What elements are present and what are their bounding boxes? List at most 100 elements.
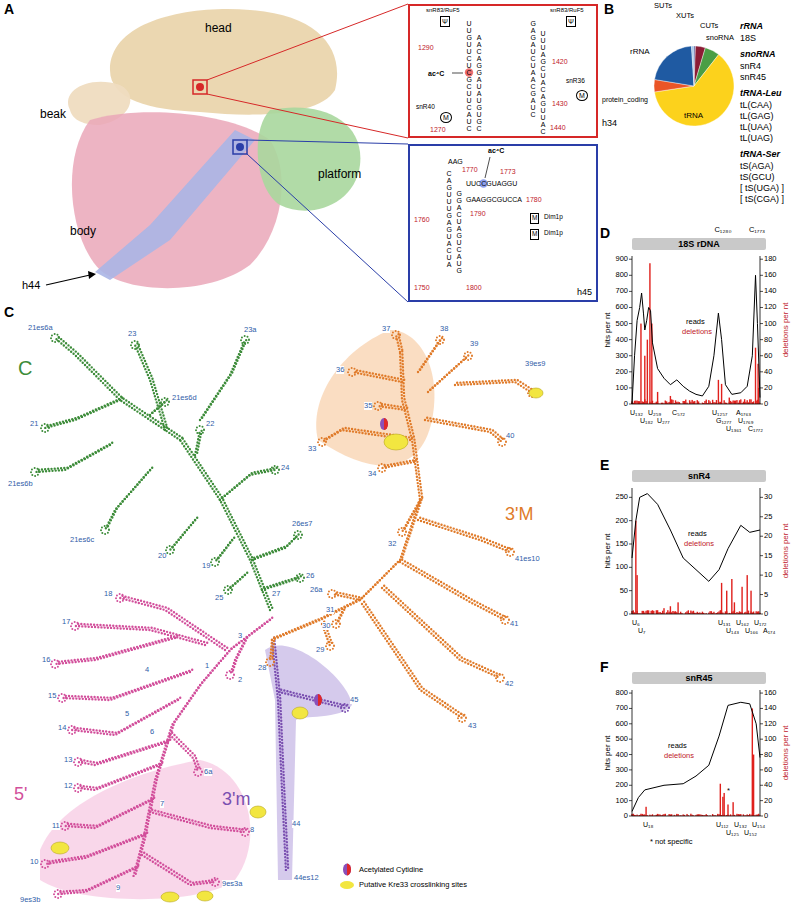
tick-label: 100 xyxy=(615,384,628,392)
rna-strand xyxy=(60,866,138,892)
rna-loop xyxy=(116,594,124,602)
helix-number: 26a xyxy=(310,586,323,594)
deletion-bar xyxy=(644,356,645,404)
tick-label: 500 xyxy=(615,735,628,743)
tick-label: 60 xyxy=(764,766,772,774)
tick-mark xyxy=(629,371,632,372)
helix-number: 9 xyxy=(116,884,120,892)
tick-label: 25 xyxy=(764,513,772,521)
deletion-bar xyxy=(750,591,751,614)
panel-letter: F xyxy=(600,660,609,674)
helix-number: 6a xyxy=(204,768,212,776)
helix-number: 27 xyxy=(272,590,280,598)
rna-strand xyxy=(425,420,502,442)
position-number: 1790 xyxy=(470,210,486,217)
tick-mark xyxy=(760,516,763,517)
tick-label: 200 xyxy=(615,517,628,525)
nucleotide-label: U₁₅₂ xyxy=(744,829,757,836)
rna-loop xyxy=(211,878,219,886)
tick-mark xyxy=(760,497,763,498)
rna-strand xyxy=(274,350,422,638)
rna-strand xyxy=(77,624,207,643)
nucleotide-label: U₁₃₆₁ xyxy=(726,425,741,432)
nucleotide-label: A₁₇₆₃ xyxy=(736,409,751,416)
helix-number: 18 xyxy=(104,590,112,598)
rna-strand xyxy=(172,518,197,548)
series-label: deletions xyxy=(682,328,712,336)
acetyl-symbol xyxy=(318,694,322,706)
tick-label: 800 xyxy=(615,271,628,279)
tick-mark xyxy=(760,536,763,537)
axis-line xyxy=(632,816,760,817)
rna-loop xyxy=(436,336,444,344)
helix-name: h34 xyxy=(602,119,617,128)
tick-mark xyxy=(760,723,763,724)
deletion-bar xyxy=(706,400,707,404)
rna-loop xyxy=(51,334,59,342)
rna-strand xyxy=(47,833,147,862)
tick-label: 160 xyxy=(764,689,777,697)
list-item: [ tS(CGA) ] xyxy=(740,195,784,204)
helix-number: 41es10 xyxy=(515,555,540,563)
list-item: tL(UAG) xyxy=(740,134,773,143)
list-item: tL(UAA) xyxy=(740,123,772,132)
deletion-bar xyxy=(665,401,666,404)
nucleotide-label: U₇ xyxy=(638,627,645,634)
helix-number: 10 xyxy=(30,858,38,866)
rna-strand xyxy=(457,380,534,391)
rna-strand xyxy=(200,340,245,420)
deletion-bar xyxy=(675,400,676,404)
position-number: 1750 xyxy=(414,284,430,291)
tick-mark xyxy=(629,785,632,786)
deletion-bar xyxy=(758,611,759,614)
rna-loop xyxy=(296,574,304,582)
rna-strand xyxy=(230,573,247,588)
list-heading: tRNA-Ser xyxy=(740,150,780,159)
legend-text: Acetylated Cytidine xyxy=(359,865,423,874)
axis-line xyxy=(760,256,761,404)
helix-number: 17 xyxy=(62,618,70,626)
zoom-line xyxy=(207,94,408,138)
rna-loop xyxy=(166,546,174,554)
inset-box: h45 xyxy=(408,144,598,302)
helix-number: 22 xyxy=(206,420,214,428)
tick-label: 40 xyxy=(764,368,772,376)
helix-number: 44es12 xyxy=(294,874,319,882)
series-label: deletions xyxy=(664,752,694,760)
deletion-bar xyxy=(635,401,636,404)
nucleotide-label: U₁₈ xyxy=(643,821,653,828)
rna-strand xyxy=(74,698,180,733)
site-marker xyxy=(236,143,244,151)
zoom-line xyxy=(207,4,408,80)
rna-strand xyxy=(75,626,205,645)
tick-mark xyxy=(629,404,632,405)
tick-mark xyxy=(629,567,632,568)
rna-strand xyxy=(420,518,512,550)
rna-loop xyxy=(392,331,400,339)
rna-loop xyxy=(74,758,82,766)
rna-loop xyxy=(328,590,336,598)
tick-label: 0 xyxy=(624,812,628,820)
nucleotide-label: U₁₂₅₇ xyxy=(712,409,727,416)
nucleotide-label: U₁₄₃ xyxy=(726,627,739,634)
tick-mark xyxy=(760,594,763,595)
rna-strand xyxy=(80,740,170,763)
helix-number: 45 xyxy=(350,696,358,704)
rna-strand xyxy=(217,538,234,560)
rna-loop xyxy=(294,531,302,539)
snorna-label: snR83/RuF5 xyxy=(426,7,460,13)
rna-strand xyxy=(281,690,347,706)
list-item: tS(AGA) xyxy=(740,162,774,171)
tick-mark xyxy=(760,800,763,801)
site-marker xyxy=(196,83,204,91)
deletion-bar xyxy=(720,784,721,816)
deletion-bar xyxy=(732,802,733,816)
helix-number: 21es6c xyxy=(70,536,94,544)
rna-loop xyxy=(58,694,66,702)
rna-loop xyxy=(464,352,472,360)
methylation-mark: M xyxy=(530,213,539,224)
tick-mark xyxy=(629,387,632,388)
tick-label: 300 xyxy=(615,766,628,774)
nucleotide-label: U₂₇₇ xyxy=(657,417,670,424)
helix-number: 30 xyxy=(322,622,330,630)
